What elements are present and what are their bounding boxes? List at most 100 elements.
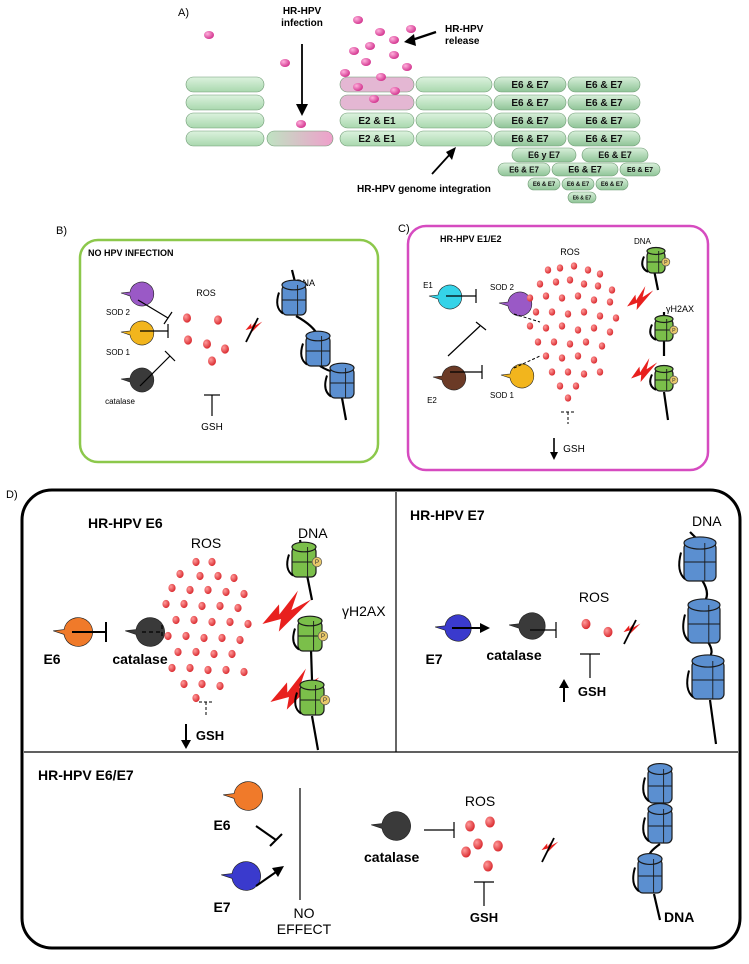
ros-molecule [544,266,552,274]
ros-molecule [580,280,588,288]
ros-molecule [606,328,614,336]
ros-molecule [216,681,224,691]
e6-inhibit [255,825,283,847]
blocked-damage-icon [623,619,641,645]
ros-molecule [465,820,475,832]
ros-molecule [532,308,540,316]
ros-molecule [594,282,602,290]
ros-molecule [566,276,574,284]
cell: E6 & E7 [619,162,661,177]
ros-molecule [558,294,566,302]
gsh-dashed [561,411,575,424]
ros-molecule [182,631,190,641]
ros-molecule [236,635,244,645]
ros-molecule [208,356,216,366]
cell-label: E6 & E7 [585,134,623,145]
ros-molecule [208,557,216,567]
ros-molecule [558,354,566,362]
gsh-inhibit [474,881,494,906]
ros-molecule [485,816,495,828]
nucleosome: P [649,364,679,392]
e1-label: E1 [423,281,433,290]
dna-label: DNA [298,525,328,541]
ros-molecule [461,846,471,858]
cell: E6 & E7 [567,112,641,129]
ros-molecule [603,626,613,638]
ros-molecule [596,312,604,320]
cell-label: E6 & E7 [585,116,623,127]
ros-molecule [566,340,574,348]
cell-label: E6 & E7 [533,182,556,188]
cell: E6 & E7 [567,76,641,93]
cell-label: E6 & E7 [627,167,653,174]
virion [389,36,399,44]
panel-d-label: D) [6,489,18,501]
gsh-inhibit [204,394,220,416]
ros-molecule [564,368,572,376]
panel-d: D) HR-HPV E6 E6 catalase ROS [6,488,742,950]
damage-spark [270,668,320,710]
ros-molecule [226,617,234,627]
ros-molecule [608,286,616,294]
release-arrow [411,30,437,42]
gsh-label: GSH [201,422,223,433]
gsh-dashed [199,701,213,716]
nucleosome: P [286,541,323,578]
catalase-label: catalase [112,651,167,667]
ros-molecule [190,615,198,625]
cell-label: E6 & E7 [585,80,623,91]
gsh-down-arrow [550,438,558,460]
cell [266,130,334,147]
ros-label: ROS [579,589,609,605]
integration-arrow [431,151,453,175]
ros-molecule [240,667,248,677]
ros-molecule [570,262,578,270]
nucleosome: P [292,615,329,652]
svg-text:P: P [664,260,668,266]
nucleosome [276,279,307,316]
catalase-dashed-inhibit [142,625,163,639]
ros-molecule [580,370,588,378]
svg-text:P: P [323,697,327,704]
virion [369,95,379,103]
ros-molecule [198,601,206,611]
e6-inhibit-catalase [72,622,107,642]
sod-dashed-inhibit [513,313,541,369]
ros-molecule [574,292,582,300]
dna-phospho-nucleosomes: P P P [286,539,331,751]
ros-molecule [548,368,556,376]
nucleosome [642,802,673,844]
e7-label: E7 [213,899,230,915]
cell: E6 & E7 [595,177,629,191]
virion [204,31,214,39]
ros-molecule [581,618,591,630]
phospho-icon: P [669,375,679,385]
e2-inhibit-sod1 [450,365,483,379]
ros-cluster [183,313,229,366]
cell [415,94,493,111]
ros-molecule [180,599,188,609]
cell: E6 & E7 [493,130,567,147]
ros-molecule [203,339,211,349]
ros-molecule [550,338,558,346]
ros-label: ROS [191,535,221,551]
virion [402,63,412,71]
nucleosome [324,362,355,399]
ros-molecule [168,583,176,593]
cell [185,112,265,129]
ros-cluster [162,557,252,703]
e1-inhibit-sod2 [446,289,477,303]
ros-cluster [526,262,620,402]
ros-molecule [164,631,172,641]
dna-chromatin [276,269,355,421]
ros-molecule [204,585,212,595]
ros-molecule [606,298,614,306]
cell: E6 & E7 [493,94,567,111]
panel-a-label: A) [178,7,189,19]
svg-text:P: P [321,633,325,640]
cell-label: E6 & E7 [509,165,539,174]
ros-molecule [493,840,503,852]
